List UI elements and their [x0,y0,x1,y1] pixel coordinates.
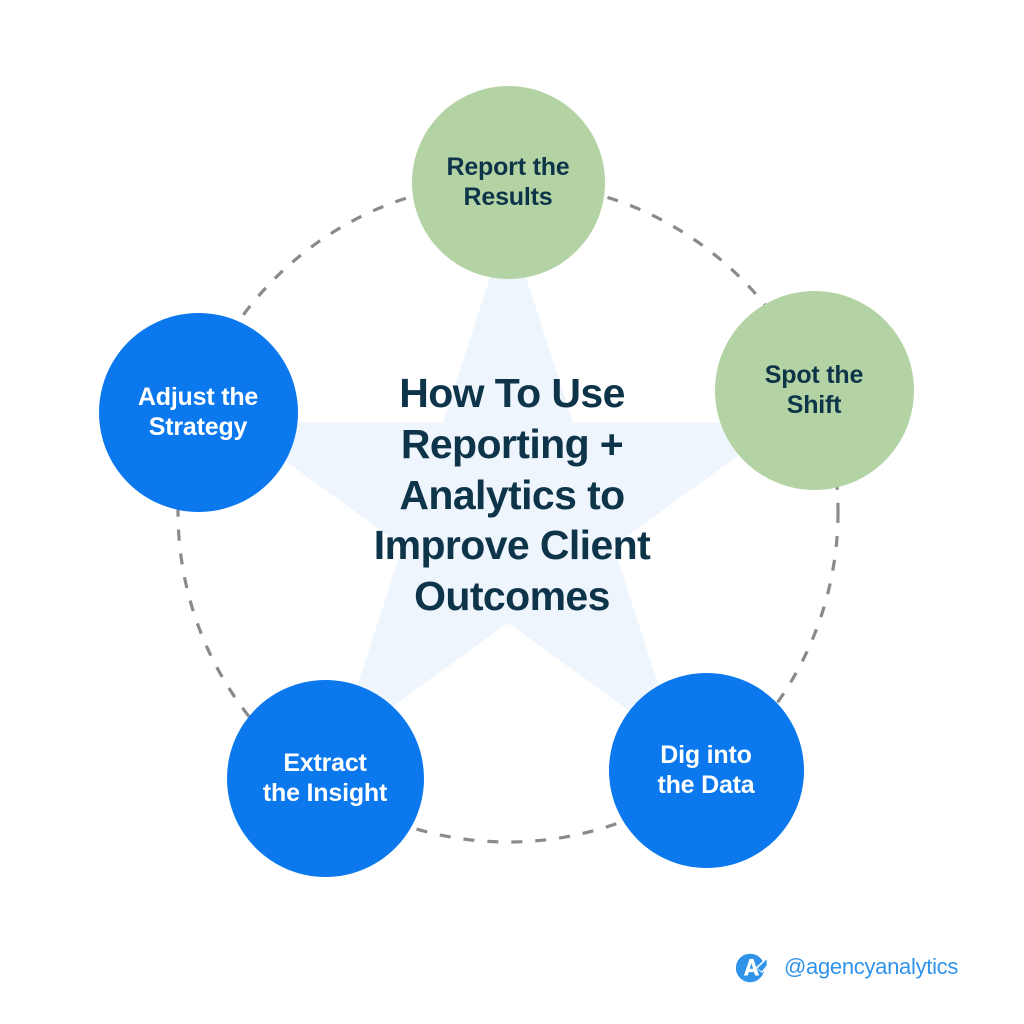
watermark-handle: @agencyanalytics [784,954,959,979]
node-dig-into-the-data[interactable]: Dig into the Data [608,672,804,868]
node-label: Dig into the Data [657,740,755,800]
node-spot-the-shift[interactable]: Spot the Shift [714,290,914,490]
center-title: How To Use Reporting + Analytics to Impr… [373,370,651,620]
node-label: Report the Results [446,152,570,212]
dashed-connector-ring [176,180,840,844]
node-adjust-the-strategy[interactable]: Adjust the Strategy [98,312,298,512]
background-star-shape [232,222,784,747]
node-extract-the-insight[interactable]: Extract the Insight [226,679,424,877]
node-label: Adjust the Strategy [137,382,259,442]
node-label: Spot the Shift [764,360,864,420]
agencyanalytics-logo-icon [735,953,769,983]
node-label: Extract the Insight [262,748,388,808]
watermark: @agencyanalytics [733,948,958,986]
node-report-the-results[interactable]: Report the Results [411,85,605,279]
